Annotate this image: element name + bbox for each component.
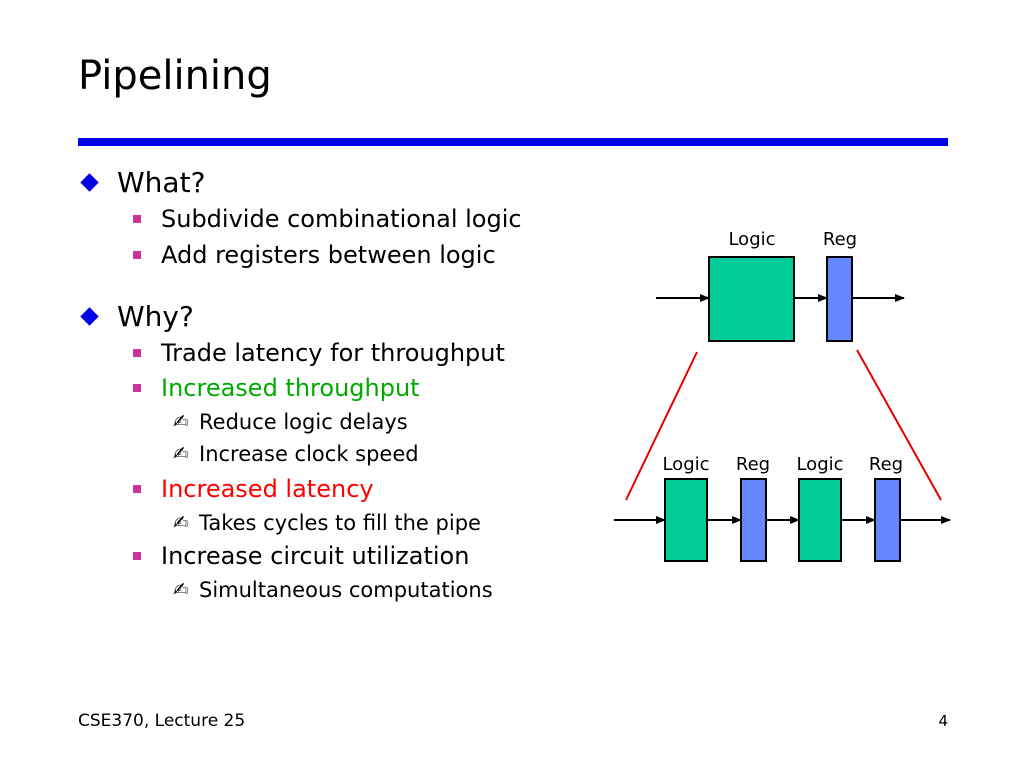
top-reg-label: Reg [823,229,857,250]
bottom-logic-block-1 [664,478,708,562]
bullet-what: What? [80,166,205,200]
bottom-reg-block-1 [740,478,767,562]
square-bullet-icon [133,485,141,493]
sub-sub-bullet: ✍ Reduce logic delays [173,410,408,434]
pen-icon: ✍ [173,512,189,534]
title-rule [78,138,948,146]
square-bullet-icon [133,215,141,223]
top-logic-label: Logic [728,229,775,250]
sub-bullet: Add registers between logic [133,240,496,270]
square-bullet-icon [133,251,141,259]
sub-bullet-throughput: Increased throughput [133,373,420,403]
pen-icon: ✍ [173,443,189,465]
top-logic-block [708,256,795,342]
bullet-why: Why? [80,300,194,334]
top-reg-block [826,256,853,342]
sub-bullet-latency: Increased latency [133,474,374,504]
bottom-reg-label-2: Reg [869,454,903,475]
footer-course: CSE370, Lecture 25 [78,711,246,731]
sub-sub-bullet: ✍ Increase clock speed [173,442,419,466]
square-bullet-icon [133,552,141,560]
zoom-line-left [625,351,698,501]
page-number: 4 [938,712,948,730]
bottom-logic-label-2: Logic [796,454,843,475]
zoom-line-right [856,349,942,501]
pen-icon: ✍ [173,579,189,601]
bottom-logic-label-1: Logic [662,454,709,475]
sub-bullet: Subdivide combinational logic [133,204,522,234]
sub-sub-bullet: ✍ Simultaneous computations [173,578,493,602]
sub-bullet: Trade latency for throughput [133,338,505,368]
pen-icon: ✍ [173,411,189,433]
bottom-reg-label-1: Reg [736,454,770,475]
square-bullet-icon [133,349,141,357]
sub-bullet: Increase circuit utilization [133,541,469,571]
square-bullet-icon [133,384,141,392]
bottom-reg-block-2 [874,478,901,562]
bottom-logic-block-2 [798,478,842,562]
slide-title: Pipelining [78,53,272,99]
sub-sub-bullet: ✍ Takes cycles to fill the pipe [173,511,481,535]
